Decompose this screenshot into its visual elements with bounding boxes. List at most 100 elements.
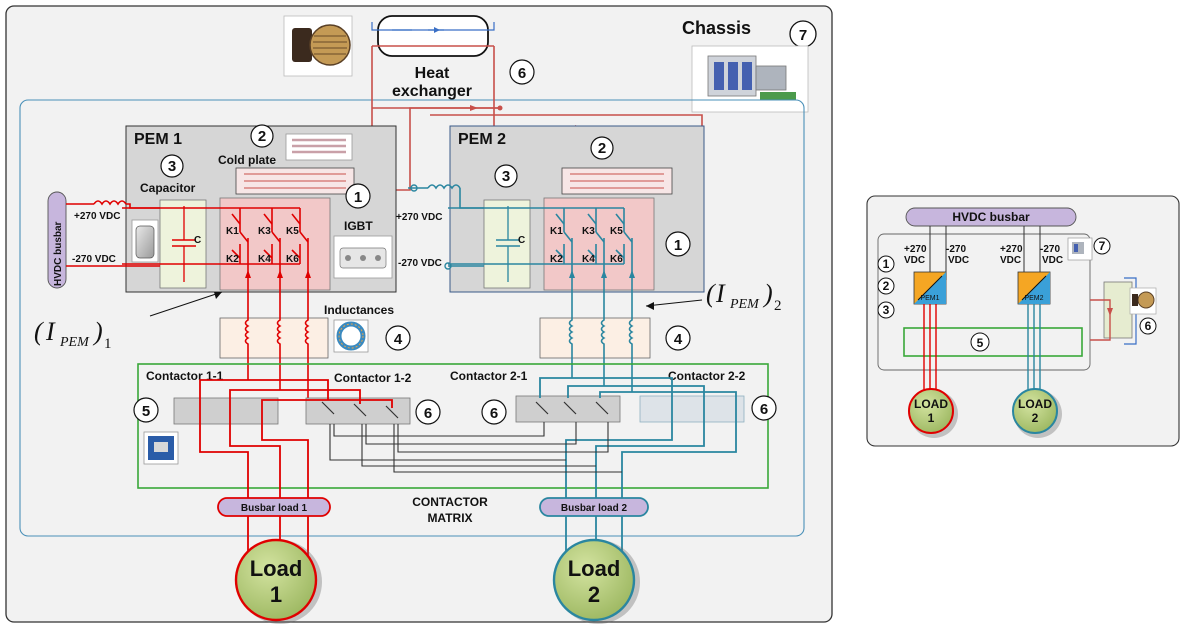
cross-coupling-wiring [329, 422, 622, 473]
pem1-cap-symbol: C [194, 235, 201, 246]
busbar-load-2-label: Busbar load 2 [561, 503, 628, 514]
pem1-pos-voltage: +270 VDC [74, 211, 120, 222]
pem1-igbt-badge: 1 [345, 183, 371, 209]
mini-number-6: 6 [1145, 319, 1152, 333]
pem2-current-close: ) [762, 279, 773, 308]
busbar-load-1-label: Busbar load 1 [241, 503, 308, 514]
mini-load-2-number: 2 [1032, 411, 1039, 425]
mini-load-1: LOAD 1 [908, 388, 958, 438]
contactor-number-5: 5 [142, 403, 150, 420]
hvdc-busbar-vertical-label: HVDC busbar [53, 221, 64, 286]
load-1: Load 1 [234, 538, 322, 624]
pem2-cap-symbol: C [518, 235, 525, 246]
converter-enclosure [19, 99, 805, 537]
pem2-current-symbol: I [715, 279, 726, 308]
pem2-switch-k2: K2 [550, 254, 563, 265]
pem1-cold-plate-label: Cold plate [218, 153, 276, 167]
pem1-switch-k1: K1 [226, 226, 239, 237]
heat-exchanger-box [377, 15, 489, 57]
pem1-switch-k4: K4 [258, 254, 271, 265]
mini-contactor-matrix [903, 327, 1083, 357]
pem2-switch-k1: K1 [550, 226, 563, 237]
contactor-number-c22: 6 [760, 401, 768, 418]
mini-pem2-pos-unit: VDC [1000, 255, 1021, 266]
load-2: Load 2 [552, 538, 640, 624]
mini-heat-exchanger [1090, 277, 1157, 345]
contactor-2-1-label: Contactor 2-1 [450, 369, 528, 383]
contactor-number-c12: 6 [424, 405, 432, 422]
pem1-current-open: ( [34, 317, 44, 346]
igbt-module-photo-icon [333, 235, 393, 279]
pem2-cold-plate-badge: 2 [590, 136, 614, 160]
pem2-current-index: 2 [774, 298, 782, 314]
contactor-number-badge-c22: 6 [751, 395, 777, 421]
chassis-number: 7 [799, 27, 807, 44]
pem2-igbt-badge: 1 [665, 231, 691, 257]
heat-exchanger-photo-icon [283, 15, 353, 77]
mini-number-3: 3 [883, 303, 890, 317]
contactor-2-2-block [639, 395, 745, 423]
mini-number-7: 7 [1099, 239, 1106, 253]
mini-pem1-neg-unit: VDC [948, 255, 969, 266]
mini-pem2-neg: -270 [1040, 244, 1060, 255]
mini-pem1-label: PEM1 [920, 295, 939, 302]
load1-wiring [199, 379, 393, 560]
mini-number-2-badge: 2 [877, 277, 895, 295]
mini-pem1-neg: -270 [946, 244, 966, 255]
mini-number-3-badge: 3 [877, 301, 895, 319]
pem2-switch-labels: K1 K3 K5 K2 K4 K6 [550, 226, 623, 265]
contactor-1-2-label: Contactor 1-2 [334, 371, 412, 385]
hvdc-busbar-vertical: HVDC busbar [47, 191, 67, 289]
pem1-capacitor-number: 3 [168, 158, 176, 175]
heat-exchanger-number-badge: 6 [509, 59, 535, 85]
pem1-current-label: ( I PEM ) 1 [34, 317, 112, 352]
pem2-title: PEM 2 [458, 131, 506, 148]
load-1-number: 1 [270, 582, 282, 607]
load1-contactor-switches [321, 401, 399, 419]
pem2-capacitor-number: 3 [502, 168, 510, 185]
pem1-capacitor-badge: 3 [160, 154, 184, 178]
mini-pem2: PEM2 [1017, 271, 1051, 305]
pem1-inductance-block [219, 317, 329, 359]
mini-pem1-pos-unit: VDC [904, 255, 925, 266]
pem1-igbt-label: IGBT [344, 219, 373, 233]
mini-diagram: HVDC busbar +270 VDC -270 VDC +270 VDC -… [866, 195, 1180, 447]
contactor-number-badge-c21: 6 [481, 399, 507, 425]
pem2-inductors [568, 300, 634, 392]
contactor-matrix-label-1: CONTACTOR [412, 495, 488, 509]
pem2-current-subscript: PEM [729, 297, 760, 312]
load-2-number: 2 [588, 582, 600, 607]
busbar-load-2: Busbar load 2 [539, 497, 649, 517]
pem2-switch-network [448, 207, 633, 300]
inductances-label: Inductances [324, 303, 394, 317]
pem1-capacitor-label: Capacitor [140, 181, 196, 195]
pem1-capacitor-block [159, 199, 207, 289]
pem2-igbt-block [543, 197, 655, 291]
pem1-switch-labels: K1 K3 K5 K2 K4 K6 [226, 226, 299, 265]
contactor-1-1-block [173, 397, 279, 425]
pem1-switch-k6: K6 [286, 254, 299, 265]
mini-number-7-badge: 7 [1093, 237, 1111, 255]
capacitor-photo-icon [131, 219, 159, 263]
mini-hvdc-busbar [905, 207, 1077, 227]
pem1-current-index: 1 [104, 336, 112, 352]
pem2-current-label: ( I PEM ) 2 [706, 279, 782, 314]
pem1-current-close: ) [92, 317, 103, 346]
pem1-neg-voltage: -270 VDC [72, 254, 116, 265]
pem2-igbt-number: 1 [674, 237, 682, 254]
pem1-title: PEM 1 [134, 131, 182, 148]
contactor-photo-icon [143, 431, 179, 465]
pem1-igbt-block [219, 197, 331, 291]
inductance-number-badge-1: 4 [385, 325, 411, 351]
pem2-capacitor-badge: 3 [494, 164, 518, 188]
pem1-current-pointer [149, 291, 223, 317]
contactor-number-badge-5: 5 [133, 397, 159, 423]
chassis-render-icon [691, 45, 809, 113]
mini-chassis-frame [866, 195, 1180, 447]
cold-plate-photo-icon [285, 133, 353, 161]
pem2-capacitor-block [483, 199, 531, 289]
mini-number-2: 2 [883, 279, 890, 293]
mini-pem2-neg-unit: VDC [1042, 255, 1063, 266]
